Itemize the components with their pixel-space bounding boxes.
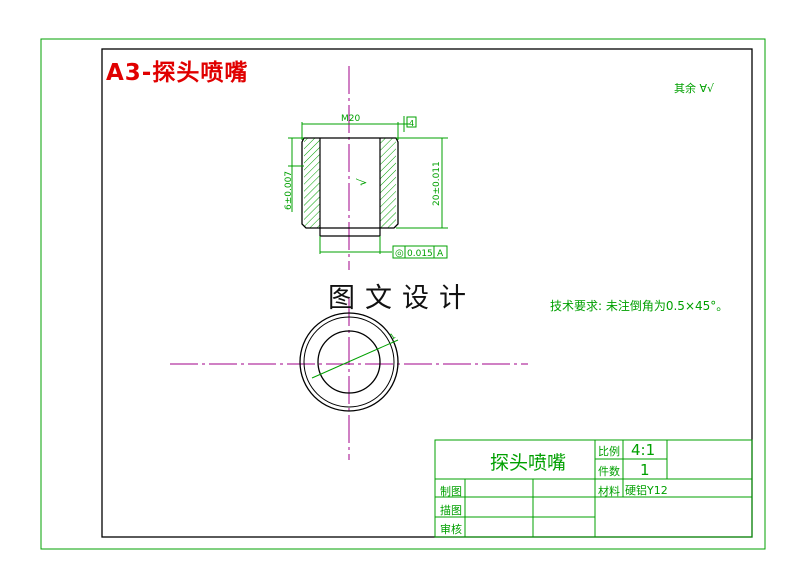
dim-top-thread-text: M20	[341, 114, 360, 124]
title-block-qty-label: 件数	[598, 465, 620, 478]
dimension-left-height	[288, 137, 304, 212]
outer-circle	[299, 312, 399, 412]
chamfer-circle	[303, 316, 395, 408]
title-block-scale-value: 4:1	[631, 441, 656, 459]
title-block-scale-label: 比例	[598, 445, 620, 458]
dim-bottom-dia-text: 1	[388, 331, 397, 341]
sheet-outer-border	[40, 38, 766, 550]
roughness-mark-bore: √	[355, 178, 369, 186]
technical-note: 技术要求: 未注倒角为0.5×45°。	[550, 299, 729, 313]
watermark-text: 图文设计	[328, 283, 476, 314]
dim-left-height-text: 6±0.007	[284, 171, 294, 210]
inner-circle	[317, 330, 381, 394]
title-block-checked-label: 审核	[440, 523, 462, 536]
chamfer-box	[406, 116, 417, 128]
tolerance-datum: A	[437, 249, 444, 259]
tolerance-symbol: ◎	[395, 248, 404, 259]
part-outline	[301, 137, 399, 229]
tolerance-value: 0.015	[407, 249, 433, 259]
title-block-traced-label: 描图	[440, 504, 462, 517]
dim-chamfer-text: 4	[409, 119, 414, 128]
title-block-drawn-label: 制图	[440, 485, 462, 498]
dimension-right-height	[396, 137, 448, 229]
section-view	[301, 137, 399, 237]
left-wall-hatch	[304, 138, 320, 228]
diameter-leader	[311, 339, 399, 379]
drawing-frame	[101, 48, 753, 538]
title-block	[434, 439, 753, 538]
title-block-qty-value: 1	[640, 461, 650, 479]
roughness-note: 其余 ∀√	[674, 82, 715, 95]
page-title: A3-探头喷嘴	[106, 60, 249, 86]
title-block-material-label: 材料	[598, 485, 620, 498]
tolerance-frame: ◎ 0.015 A	[392, 245, 448, 259]
title-block-material-value: 硬铝Y12	[625, 484, 668, 497]
dim-right-height-text: 20±0.011	[432, 161, 442, 206]
dimension-top-thread	[301, 116, 410, 140]
plan-view: 1	[170, 298, 528, 460]
dimension-bottom	[319, 236, 392, 254]
right-wall-hatch	[380, 138, 396, 228]
title-block-part-name: 探头喷嘴	[490, 452, 567, 474]
